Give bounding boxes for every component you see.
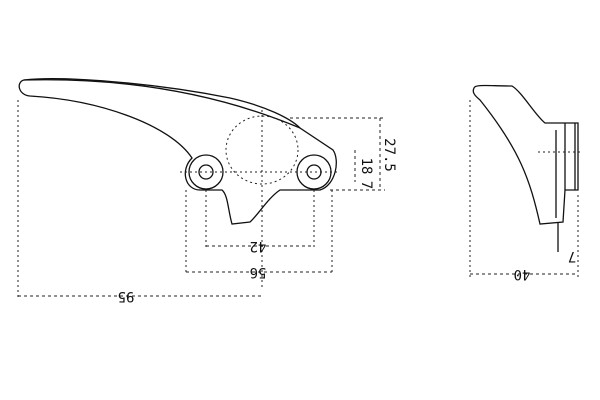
left-hole [198,164,214,180]
label-42: 42 [250,238,267,254]
front-view: 42 56 95 18 7 27.5 [17,78,397,304]
lever-top-edge [23,79,301,129]
cam-outline [225,115,299,185]
label-27-5: 27.5 [381,138,397,172]
label-7-front: 7 [358,181,374,189]
label-95: 95 [118,288,135,304]
label-7-side: 7 [568,248,576,264]
label-40: 40 [514,266,531,282]
right-hole [306,164,322,180]
label-56: 56 [250,264,267,280]
handle-lever [18,78,337,225]
left-boss [188,154,224,190]
label-18: 18 [358,158,374,175]
side-view: 40 7 [469,84,580,282]
side-profile [472,84,579,225]
